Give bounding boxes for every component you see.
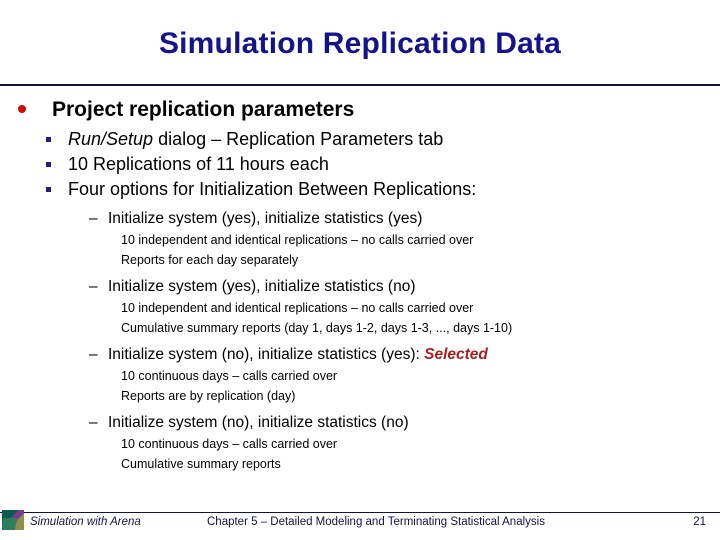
outline-level2-label: 10 Replications of 11 hours each <box>68 154 329 174</box>
outline-level3-item: – Initialize system (yes), initialize st… <box>0 208 720 230</box>
outline-level1-label: Project replication parameters <box>52 98 355 121</box>
outline-level4-label: Reports for each day separately <box>121 253 299 267</box>
outline-level4-item: Reports are by replication (day) <box>0 386 720 406</box>
dash-bullet-icon: – <box>89 210 98 227</box>
outline-level2-label: Four options for Initialization Between … <box>68 179 477 199</box>
round-bullet-icon <box>18 105 26 113</box>
outline-level2-item: Four options for Initialization Between … <box>0 177 720 202</box>
footer-book-title: Simulation with Arena <box>30 516 141 528</box>
outline-level4-label: 10 continuous days – calls carried over <box>121 437 338 451</box>
outline-level4-item: 10 independent and identical replication… <box>0 298 720 318</box>
outline-level4-item: 10 independent and identical replication… <box>0 230 720 250</box>
outline-level3-label: Initialize system (yes), initialize stat… <box>108 278 416 295</box>
selected-badge: Selected <box>424 346 488 363</box>
outline-level4-label: Cumulative summary reports <box>121 457 281 471</box>
outline-level4-item: Cumulative summary reports <box>0 454 720 474</box>
outline-level4-item: Cumulative summary reports (day 1, days … <box>0 318 720 338</box>
outline-level1-item: Project replication parameters <box>0 96 720 123</box>
outline-level4-item: 10 continuous days – calls carried over <box>0 434 720 454</box>
outline-level3-item-selected: – Initialize system (no), initialize sta… <box>0 344 720 366</box>
outline-level2-item: Run/Setup dialog – Replication Parameter… <box>0 127 720 152</box>
outline-level4-label: Reports are by replication (day) <box>121 389 296 403</box>
dash-bullet-icon: – <box>89 346 98 363</box>
outline-level3-item: – Initialize system (no), initialize sta… <box>0 412 720 434</box>
outline-level4-label: Cumulative summary reports (day 1, days … <box>121 321 513 335</box>
outline-level3-item: – Initialize system (yes), initialize st… <box>0 276 720 298</box>
outline-level3-label: Initialize system (yes), initialize stat… <box>108 210 423 227</box>
dash-bullet-icon: – <box>89 414 98 431</box>
square-bullet-icon <box>46 137 51 142</box>
outline-level3-label: Initialize system (no), initialize stati… <box>108 346 420 363</box>
outline-level3-label: Initialize system (no), initialize stati… <box>108 414 409 431</box>
outline-level4-label: 10 independent and identical replication… <box>121 301 474 315</box>
slide-footer: Simulation with Arena Chapter 5 – Detail… <box>0 510 720 540</box>
outline-level4-label: 10 independent and identical replication… <box>121 233 474 247</box>
title-divider <box>0 84 720 86</box>
footer-page-number: 21 <box>693 516 706 528</box>
square-bullet-icon <box>46 162 51 167</box>
page-title: Simulation Replication Data <box>158 27 562 60</box>
square-bullet-icon <box>46 187 51 192</box>
outline-level2-item: 10 Replications of 11 hours each <box>0 152 720 177</box>
dash-bullet-icon: – <box>89 278 98 295</box>
outline-level2-label: dialog – Replication Parameters tab <box>153 129 444 149</box>
outline-level4-label: 10 continuous days – calls carried over <box>121 369 338 383</box>
footer-divider <box>0 512 720 513</box>
slide-body: Project replication parameters Run/Setup… <box>0 96 720 474</box>
outline-level4-item: 10 continuous days – calls carried over <box>0 366 720 386</box>
outline-level2-italic-lead: Run/Setup <box>68 129 154 149</box>
footer-chapter-text: Chapter 5 – Detailed Modeling and Termin… <box>207 516 545 528</box>
book-logo-icon <box>2 510 24 530</box>
outline-level4-item: Reports for each day separately <box>0 250 720 270</box>
